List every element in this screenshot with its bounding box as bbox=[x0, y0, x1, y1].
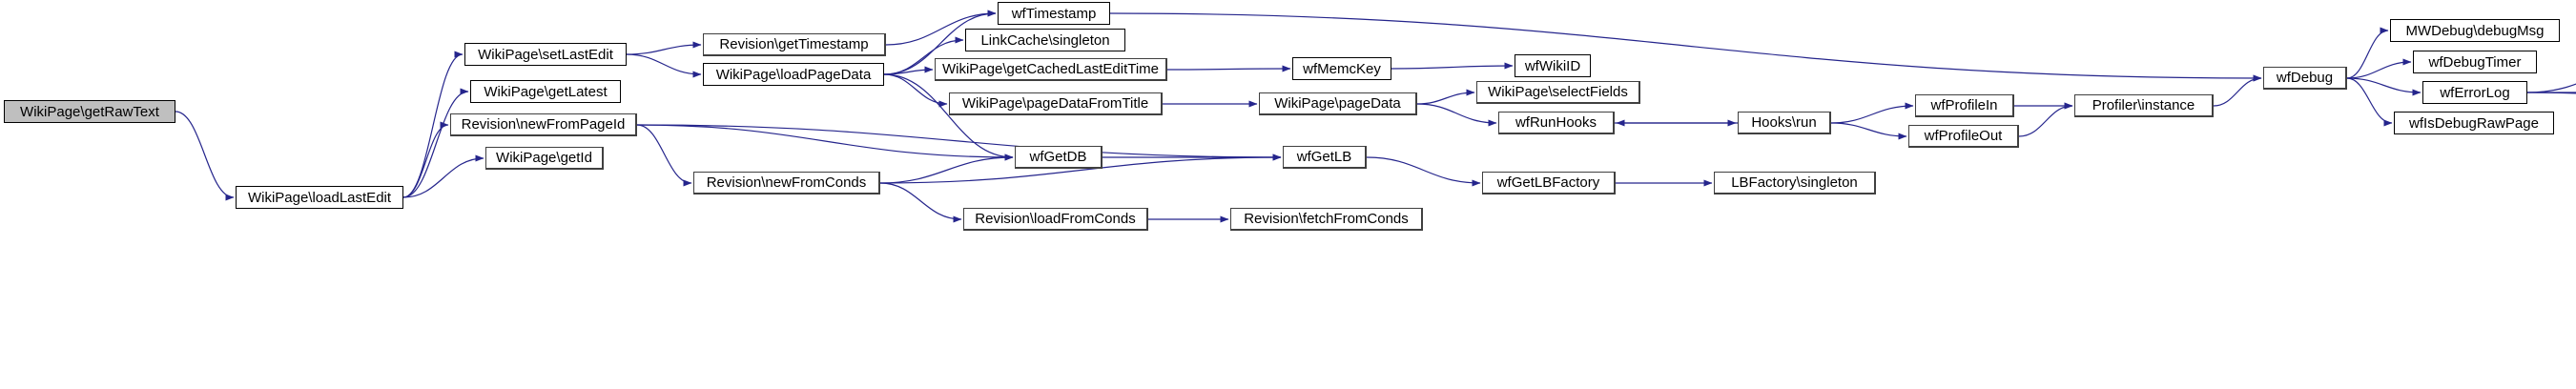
graph-node[interactable]: wfDebug bbox=[2263, 67, 2347, 90]
graph-edge bbox=[626, 41, 702, 55]
graph-edge bbox=[1166, 65, 1291, 72]
graph-node-label: wfWikiID bbox=[1524, 57, 1581, 74]
graph-node-label: WikiPage\loadLastEdit bbox=[247, 189, 392, 206]
graph-node[interactable]: Profiler\instance bbox=[2074, 94, 2214, 117]
graph-edge bbox=[402, 121, 449, 198]
graph-node-label: wfTimestamp bbox=[1011, 5, 1097, 22]
graph-edge bbox=[883, 73, 1014, 161]
graph-node-label: wfProfileIn bbox=[1930, 97, 1998, 113]
graph-node[interactable]: wfRunHooks bbox=[1498, 112, 1615, 134]
graph-node[interactable]: WikiPage\pageDataFromTitle bbox=[949, 92, 1163, 115]
graph-node[interactable]: wfTimestamp bbox=[998, 2, 1110, 25]
graph-node[interactable]: wfProfileOut bbox=[1908, 125, 2019, 148]
graph-node-label: Revision\newFromConds bbox=[706, 174, 867, 191]
graph-node[interactable]: wfProfileIn bbox=[1915, 94, 2014, 117]
graph-edge bbox=[879, 182, 962, 223]
graph-edge bbox=[2526, 92, 2576, 94]
graph-node-label: wfMemcKey bbox=[1303, 60, 1381, 77]
graph-edge bbox=[636, 124, 1014, 161]
graph-node-label: Profiler\instance bbox=[2092, 97, 2195, 113]
graph-node[interactable]: LinkCache\singleton bbox=[965, 29, 1125, 51]
graph-edge bbox=[2018, 102, 2073, 137]
graph-node-label: WikiPage\getLatest bbox=[484, 83, 608, 100]
graph-node[interactable]: Revision\fetchFromConds bbox=[1230, 208, 1423, 231]
graph-node-label: wfProfileOut bbox=[1924, 128, 2003, 144]
graph-node-label: WikiPage\loadPageData bbox=[715, 66, 872, 83]
graph-edge bbox=[883, 66, 934, 75]
graph-node[interactable]: wfIsDebugRawPage bbox=[2394, 112, 2554, 134]
graph-node-label: LBFactory\singleton bbox=[1731, 174, 1858, 191]
graph-node-label: Revision\getTimestamp bbox=[719, 36, 869, 52]
graph-node-label: wfDebug bbox=[2276, 70, 2334, 86]
graph-node[interactable]: wfGetLBFactory bbox=[1482, 172, 1616, 194]
graph-edge bbox=[879, 154, 1014, 184]
graph-node[interactable]: Revision\newFromPageId bbox=[450, 113, 637, 136]
graph-node-label: Revision\newFromPageId bbox=[461, 116, 626, 133]
graph-edge bbox=[636, 124, 1282, 161]
graph-node-label: WikiPage\getRawText bbox=[20, 103, 159, 120]
graph-node[interactable]: WikiPage\getId bbox=[485, 147, 604, 170]
graph-edge bbox=[2346, 77, 2421, 96]
graph-node[interactable]: Revision\getTimestamp bbox=[703, 33, 886, 56]
graph-edge bbox=[1830, 122, 1907, 140]
graph-node[interactable]: WikiPage\selectFields bbox=[1476, 81, 1640, 104]
graph-edge bbox=[2346, 58, 2412, 79]
graph-edge bbox=[1366, 156, 1481, 187]
graph-edge bbox=[626, 53, 702, 78]
graph-edge bbox=[1416, 89, 1475, 105]
graph-node-label: wfGetDB bbox=[1029, 149, 1087, 165]
graph-edge bbox=[1109, 12, 2262, 82]
graph-node-label: wfRunHooks bbox=[1515, 114, 1597, 131]
graph-node-label: LinkCache\singleton bbox=[980, 31, 1110, 49]
graph-edge bbox=[402, 154, 484, 198]
graph-edge bbox=[1391, 62, 1514, 70]
graph-node[interactable]: wfErrorLog bbox=[2422, 81, 2527, 104]
graph-node[interactable]: wfWikiID bbox=[1515, 54, 1591, 77]
graph-node-label: WikiPage\setLastEdit bbox=[478, 46, 613, 63]
graph-node-label: WikiPage\selectFields bbox=[1488, 84, 1628, 100]
graph-node[interactable]: LBFactory\singleton bbox=[1714, 172, 1876, 194]
graph-node-label: WikiPage\getCachedLastEditTime bbox=[941, 61, 1160, 77]
graph-node-label: WikiPage\pageDataFromTitle bbox=[961, 95, 1149, 112]
graph-node[interactable]: Hooks\run bbox=[1738, 112, 1831, 134]
graph-edge bbox=[175, 111, 235, 201]
graph-edge bbox=[402, 88, 469, 198]
graph-node-label: Revision\loadFromConds bbox=[975, 211, 1136, 227]
graph-edge bbox=[2213, 74, 2262, 107]
graph-node-label: Revision\fetchFromConds bbox=[1244, 211, 1409, 227]
graph-node[interactable]: WikiPage\loadPageData bbox=[703, 63, 884, 86]
graph-node[interactable]: Revision\loadFromConds bbox=[963, 208, 1148, 231]
graph-node[interactable]: WikiPage\loadLastEdit bbox=[236, 186, 403, 209]
graph-node-label: MWDebug\debugMsg bbox=[2405, 22, 2545, 39]
graph-node[interactable]: MWDebug\debugMsg bbox=[2390, 19, 2560, 42]
graph-node-label: Hooks\run bbox=[1751, 114, 1817, 131]
graph-node[interactable]: wfMemcKey bbox=[1292, 57, 1391, 80]
graph-node-label: WikiPage\pageData bbox=[1274, 95, 1401, 112]
graph-node[interactable]: wfGetDB bbox=[1015, 146, 1103, 169]
graph-node-label: wfErrorLog bbox=[2440, 84, 2510, 101]
graph-node[interactable]: WikiPage\getCachedLastEditTime bbox=[935, 58, 1167, 81]
graph-node[interactable]: wfGetLB bbox=[1283, 146, 1367, 169]
graph-edge bbox=[636, 124, 692, 187]
graph-node[interactable]: WikiPage\pageData bbox=[1259, 92, 1417, 115]
graph-node-label: wfIsDebugRawPage bbox=[2409, 114, 2539, 132]
graph-node[interactable]: wfDebugTimer bbox=[2413, 51, 2537, 73]
graph-node-label: WikiPage\getId bbox=[496, 150, 592, 166]
graph-node[interactable]: WikiPage\getLatest bbox=[470, 80, 621, 103]
graph-node-label: wfGetLB bbox=[1296, 149, 1352, 165]
graph-edge bbox=[2346, 77, 2393, 127]
graph-edge bbox=[1830, 102, 1914, 124]
graph-edge bbox=[1416, 103, 1497, 127]
graph-node[interactable]: WikiPage\setLastEdit bbox=[464, 43, 627, 66]
graph-node-label: wfDebugTimer bbox=[2428, 53, 2522, 71]
graph-node[interactable]: Revision\newFromConds bbox=[693, 172, 880, 194]
graph-node-label: wfGetLBFactory bbox=[1496, 174, 1600, 191]
graph-edge bbox=[2346, 27, 2389, 79]
graph-node[interactable]: WikiPage\getRawText bbox=[4, 100, 175, 123]
